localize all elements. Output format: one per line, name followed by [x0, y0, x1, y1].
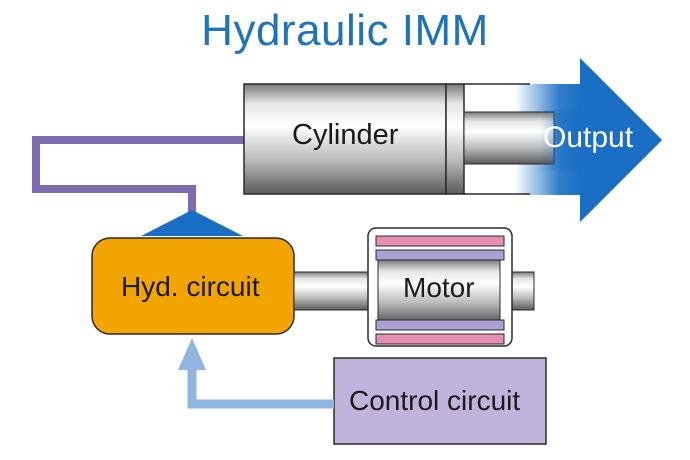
rotor-top	[375, 249, 505, 261]
cylinder-label: Cylinder	[292, 119, 399, 151]
control-circuit-box	[333, 357, 547, 445]
hydraulic-pipe	[32, 136, 244, 213]
diagram-title: Hydraulic IMM	[201, 6, 489, 55]
stator-top	[375, 235, 505, 247]
control-circuit-label: Control circuit	[349, 385, 521, 416]
motor-core	[377, 259, 501, 323]
output-arrow-head	[540, 58, 662, 222]
rotor-bottom	[375, 319, 505, 331]
control-signal-line	[187, 362, 334, 409]
output-label: Output	[543, 121, 634, 154]
cylinder-cap	[445, 83, 465, 195]
control-signal-arrowhead	[178, 338, 206, 370]
motor-label: Motor	[403, 272, 475, 303]
hyd-output-triangle	[141, 210, 243, 236]
cylinder-body	[243, 83, 447, 195]
cylinder-rod	[463, 111, 555, 165]
hyd-circuit-label: Hyd. circuit	[121, 271, 260, 302]
stator-bottom	[375, 333, 505, 345]
